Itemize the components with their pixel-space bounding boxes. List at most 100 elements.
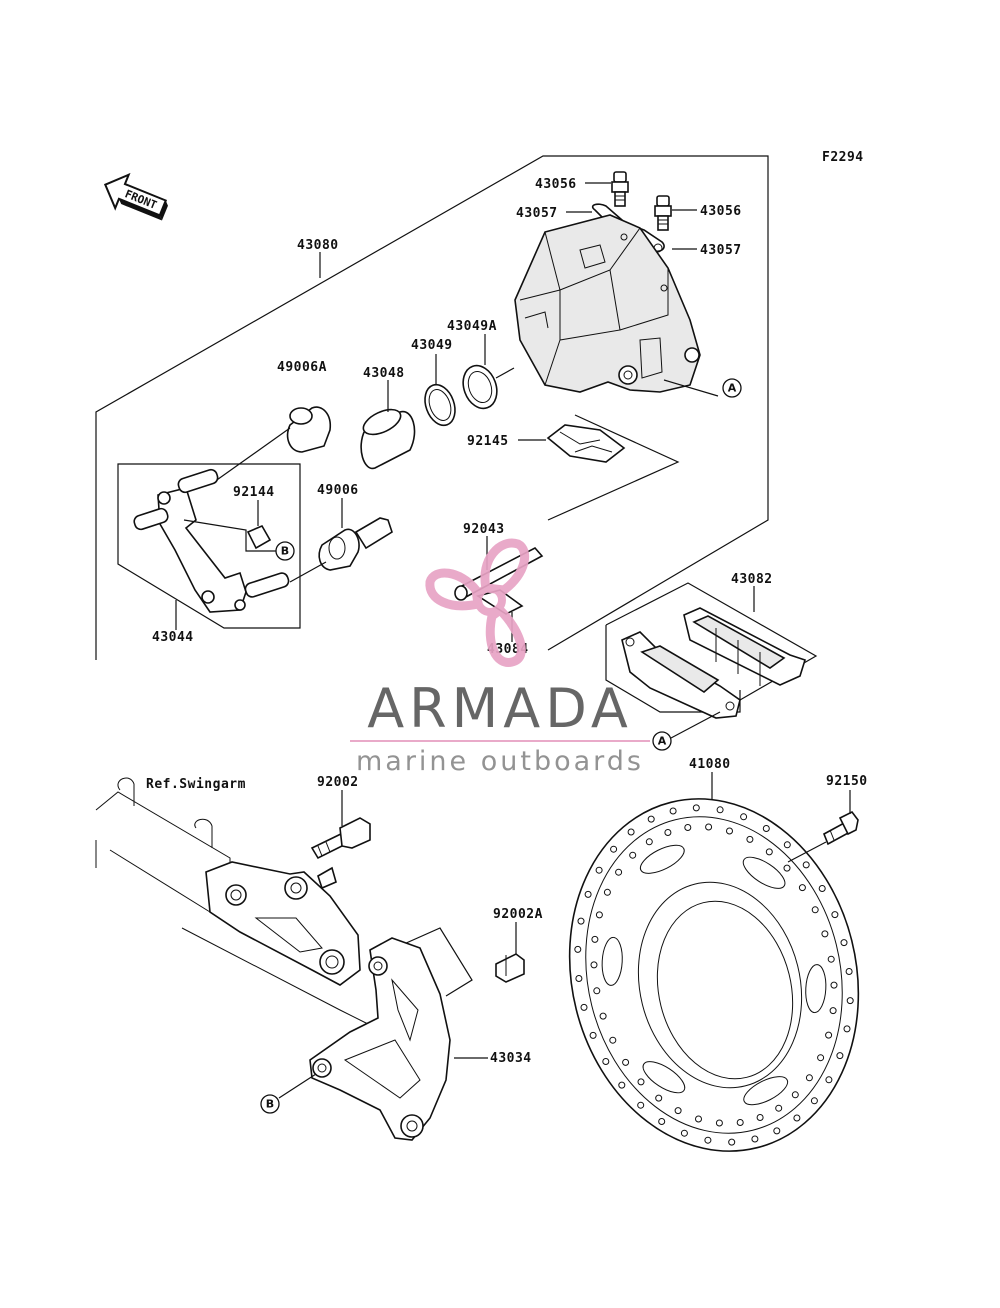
disc-vent-hole <box>845 968 853 975</box>
callout-a-upper-label: A <box>728 382 737 395</box>
disc-vent-hole <box>705 823 713 831</box>
reference-label-swingarm: Ref.Swingarm <box>146 777 246 792</box>
disc-vent-hole <box>595 866 603 874</box>
disc-lightening-slot <box>642 1061 686 1094</box>
disc-vent-hole <box>658 1118 666 1125</box>
disc-vent-hole <box>805 1074 813 1082</box>
disc-vent-hole <box>736 1119 744 1126</box>
brake-pad-front <box>621 631 741 719</box>
piston-seal-43049a <box>462 364 498 410</box>
disc-vent-hole <box>669 807 677 815</box>
bracket-group-outline <box>117 463 301 629</box>
armada-watermark-logo: ARMADA marine outboards <box>350 538 650 777</box>
propeller-logo-icon <box>425 538 530 667</box>
disc-vent-hole <box>836 1052 844 1060</box>
watermark-subtitle: marine outboards <box>356 746 644 777</box>
disc-vent-hole <box>825 1031 833 1039</box>
caliper-assembly-outline <box>95 155 769 660</box>
disc-bolt-92150 <box>822 810 859 846</box>
callout-b-lower <box>260 1094 280 1114</box>
disc-vent-hole <box>751 1135 759 1143</box>
disc-vent-hole <box>831 911 839 919</box>
disc-vent-hole <box>840 939 848 947</box>
watermark-title: ARMADA <box>367 677 633 740</box>
part-label-43056-b: 43056 <box>700 204 742 219</box>
boot-49006a <box>286 406 332 453</box>
disc-vent-hole <box>728 1138 736 1146</box>
disc-vent-hole <box>715 1119 723 1127</box>
part-label-43044: 43044 <box>152 630 194 645</box>
callout-a-lower <box>652 731 672 751</box>
disc-vent-hole <box>811 906 819 914</box>
part-label-43082: 43082 <box>731 572 773 587</box>
disc-vent-hole <box>591 935 599 943</box>
disc-vent-hole <box>783 864 791 872</box>
disc-lightening-slot <box>601 936 623 986</box>
callout-a-upper <box>722 378 742 398</box>
disc-vent-hole <box>817 1054 825 1062</box>
part-label-92043: 92043 <box>463 522 505 537</box>
pad-set-outline <box>605 625 741 713</box>
disc-vent-hole <box>746 835 754 843</box>
disc-vent-hole <box>599 1012 607 1020</box>
disc-vent-hole <box>647 815 655 823</box>
torque-link-bracket <box>205 861 361 986</box>
part-label-43057-b: 43057 <box>700 243 742 258</box>
part-label-92002a: 92002A <box>493 907 543 922</box>
part-label-92150: 92150 <box>826 774 868 789</box>
part-label-92144: 92144 <box>233 485 275 500</box>
disc-vent-hole <box>726 827 733 835</box>
disc-vent-hole <box>846 997 854 1005</box>
disc-vent-hole <box>637 1078 645 1086</box>
caliper-bracket-43044 <box>133 468 290 613</box>
disc-lightening-slot <box>639 844 685 874</box>
disc-vent-hole <box>740 813 748 821</box>
disc-vent-hole <box>595 911 603 919</box>
part-label-49006a: 49006A <box>277 360 327 375</box>
disc-vent-hole <box>829 1007 837 1015</box>
callout-a-lower-label: A <box>658 735 667 748</box>
disc-vent-hole <box>584 890 592 898</box>
piston-43048 <box>360 408 416 470</box>
disc-vent-hole <box>615 868 623 876</box>
part-label-43049a: 43049A <box>447 319 497 334</box>
disc-vent-hole <box>704 1136 712 1144</box>
disc-vent-hole <box>791 1091 799 1099</box>
pad-clip-92144 <box>246 524 272 550</box>
disc-vent-hole <box>684 824 692 831</box>
disc-vent-hole <box>622 1058 630 1066</box>
disc-vent-hole <box>692 804 700 812</box>
disc-vent-hole <box>589 1031 597 1039</box>
disc-vent-hole <box>593 987 601 995</box>
disc-vent-hole <box>603 888 611 896</box>
disc-vent-hole <box>637 1101 645 1109</box>
disc-vent-hole <box>775 1104 783 1112</box>
front-arrow-icon: FRONT <box>103 172 168 221</box>
callout-b-upper-label: B <box>281 545 289 558</box>
disc-vent-hole <box>695 1115 702 1123</box>
disc-vent-hole <box>798 884 806 892</box>
part-label-49006: 49006 <box>317 483 359 498</box>
brake-disc-41080 <box>568 798 860 1152</box>
disc-vent-hole <box>609 1036 617 1044</box>
boot-49006 <box>318 517 393 571</box>
disc-vent-hole <box>827 955 835 963</box>
nut-92002a <box>495 953 525 983</box>
disc-vent-hole <box>830 981 838 989</box>
bleeder-valve-43056-b <box>654 195 672 231</box>
pad-spring-92145 <box>546 424 626 463</box>
disc-vent-hole <box>843 1025 851 1033</box>
caliper-body <box>514 214 701 393</box>
disc-vent-hole <box>802 861 810 869</box>
caliper-bracket-43034 <box>309 937 451 1141</box>
disc-vent-hole <box>627 828 635 836</box>
disc-vent-hole <box>610 845 618 853</box>
disc-vent-hole <box>664 829 672 836</box>
disc-vent-hole <box>602 1058 610 1065</box>
part-label-43080: 43080 <box>297 238 339 253</box>
part-label-43034: 43034 <box>490 1051 532 1066</box>
disc-lightening-slot <box>742 856 786 889</box>
part-label-43056-a: 43056 <box>535 177 577 192</box>
disc-lightening-slot <box>743 1076 789 1106</box>
